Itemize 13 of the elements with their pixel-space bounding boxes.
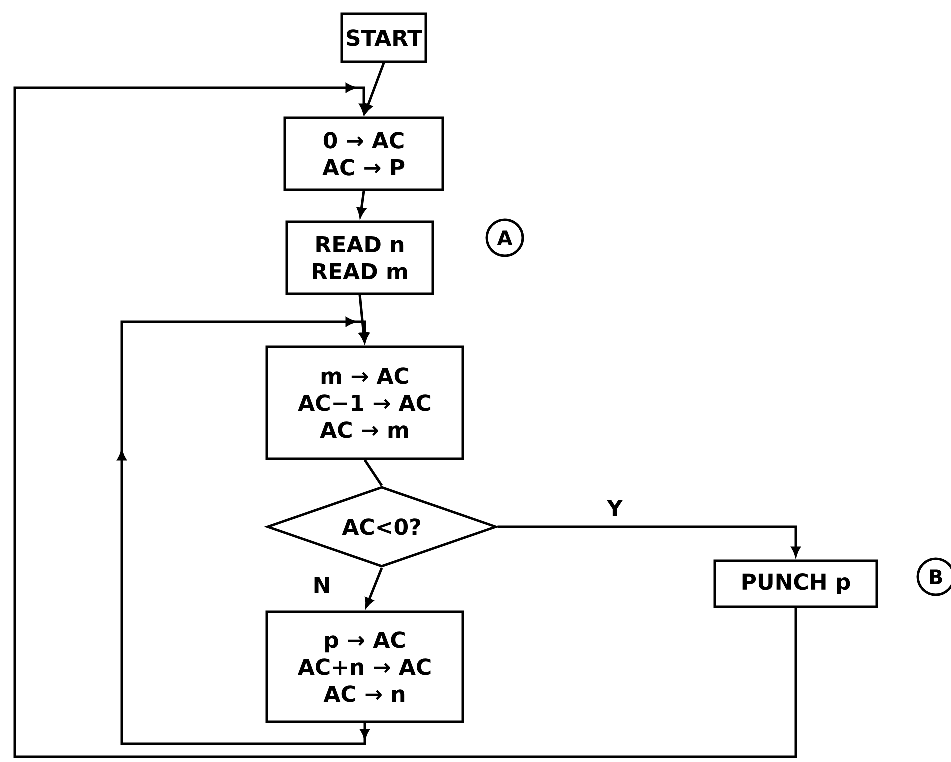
process-box: START bbox=[340, 12, 428, 64]
arrow bbox=[14, 84, 798, 758]
circled-letter: A bbox=[486, 218, 524, 258]
arrow bbox=[365, 568, 384, 608]
process-box: READ n READ m bbox=[286, 220, 434, 296]
process-box: PUNCH p bbox=[714, 560, 878, 608]
edge-label: N bbox=[312, 576, 332, 594]
process-box: 0 → AC AC → P bbox=[284, 116, 444, 192]
circled-letter: B bbox=[916, 558, 951, 596]
process-box: m → AC AC−1 → AC AC → m bbox=[266, 346, 464, 460]
arrow bbox=[118, 318, 370, 746]
edge-label: Y bbox=[606, 498, 624, 518]
process-box: p → AC AC+n → AC AC → n bbox=[266, 610, 464, 724]
